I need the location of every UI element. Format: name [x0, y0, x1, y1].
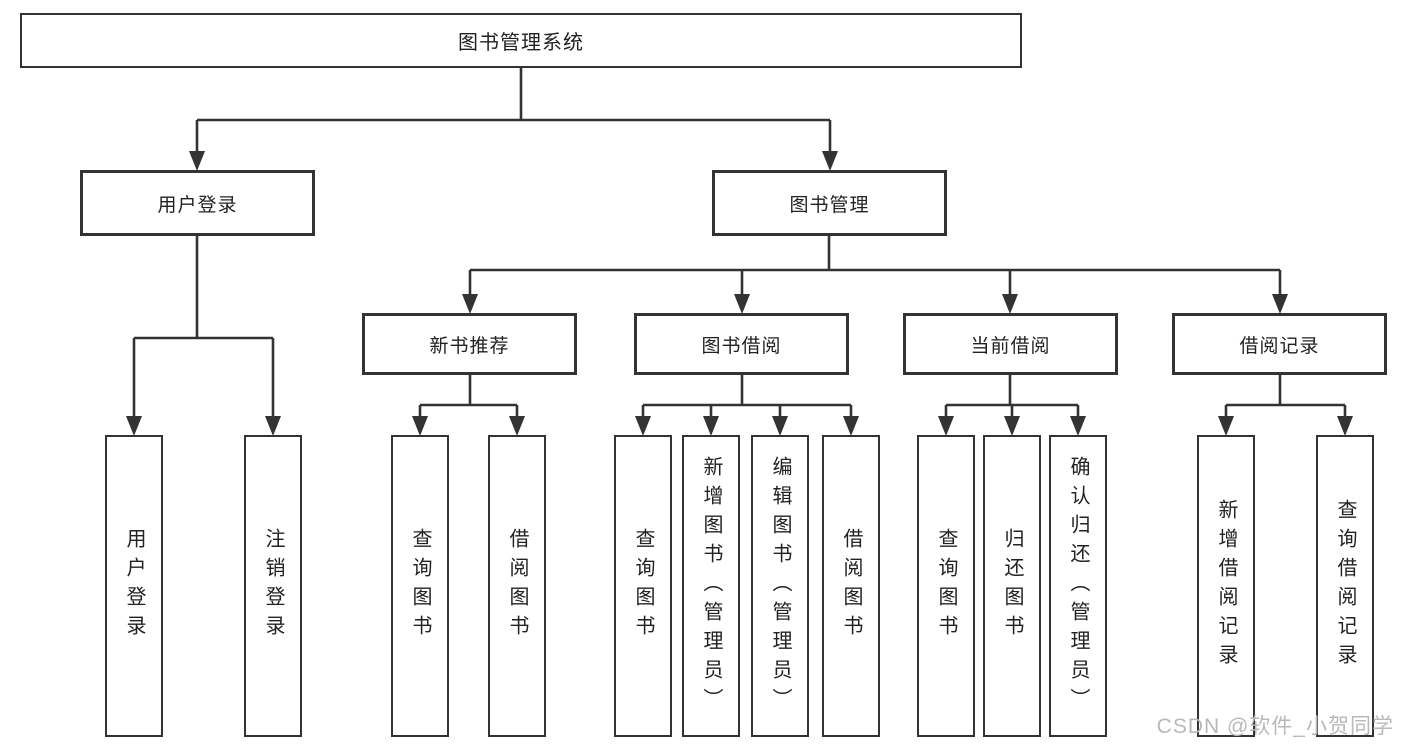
- arrowheads: [126, 151, 1353, 436]
- leaf-query-books-recommend: 查询图书: [391, 435, 449, 737]
- node-label: 注销登录: [262, 528, 284, 644]
- leaf-borrow-books-borrowing: 借阅图书: [822, 435, 880, 737]
- node-book-borrowing: 图书借阅: [634, 313, 849, 375]
- node-book-management: 图书管理: [712, 170, 947, 236]
- node-label: 图书管理系统: [458, 32, 584, 54]
- node-label: 查询借阅记录: [1334, 499, 1356, 673]
- node-label: 当前借阅: [970, 335, 1051, 357]
- leaf-add-books-admin: 新增图书（管理员）: [682, 435, 740, 737]
- node-label: 图书管理: [789, 194, 870, 216]
- node-label: 归还图书: [1001, 528, 1023, 644]
- leaf-return-books: 归还图书: [983, 435, 1041, 737]
- node-label: 确认归还（管理员）: [1067, 455, 1089, 717]
- node-label: 借阅记录: [1239, 335, 1320, 357]
- node-label: 编辑图书（管理员）: [769, 455, 791, 717]
- node-label: 查询图书: [632, 528, 654, 644]
- node-book-management-system: 图书管理系统: [20, 13, 1022, 68]
- leaf-borrow-books-recommend: 借阅图书: [488, 435, 546, 737]
- leaf-edit-books-admin: 编辑图书（管理员）: [751, 435, 809, 737]
- leaf-add-borrow-record: 新增借阅记录: [1197, 435, 1255, 737]
- connector-paths: [132, 68, 1347, 418]
- node-label: 查询图书: [409, 528, 431, 644]
- node-user-login: 用户登录: [80, 170, 315, 236]
- leaf-logout: 注销登录: [244, 435, 302, 737]
- node-label: 新增借阅记录: [1215, 499, 1237, 673]
- node-label: 新增图书（管理员）: [700, 455, 722, 717]
- leaf-query-borrow-record: 查询借阅记录: [1316, 435, 1374, 737]
- node-label: 查询图书: [935, 528, 957, 644]
- csdn-watermark: CSDN @软件_小贺同学: [1156, 715, 1394, 738]
- node-current-borrowing: 当前借阅: [903, 313, 1118, 375]
- node-label: 图书借阅: [701, 335, 782, 357]
- leaf-query-books-borrowing: 查询图书: [614, 435, 672, 737]
- leaf-confirm-return-admin: 确认归还（管理员）: [1049, 435, 1107, 737]
- node-label: 借阅图书: [840, 528, 862, 644]
- node-label: 用户登录: [157, 194, 238, 216]
- node-label: 借阅图书: [506, 528, 528, 644]
- node-label: 用户登录: [123, 528, 145, 644]
- leaf-user-login: 用户登录: [105, 435, 163, 737]
- leaf-query-books-current: 查询图书: [917, 435, 975, 737]
- node-new-book-recommendation: 新书推荐: [362, 313, 577, 375]
- node-label: 新书推荐: [429, 335, 510, 357]
- node-borrowing-records: 借阅记录: [1172, 313, 1387, 375]
